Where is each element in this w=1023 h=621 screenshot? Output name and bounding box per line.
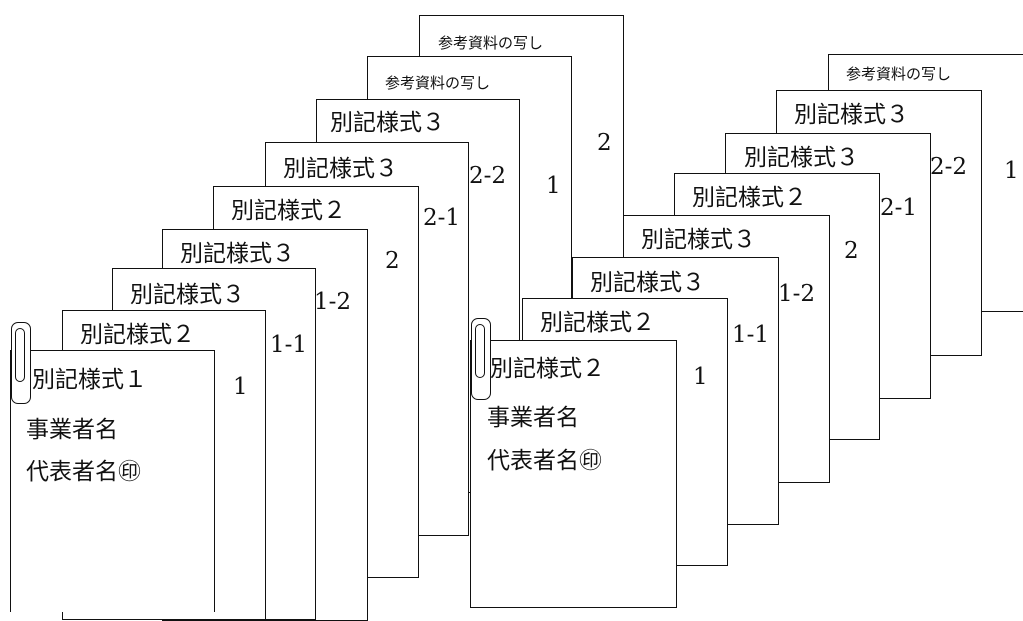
right-sheet-form3-1-1-number: 1-1 — [732, 322, 770, 348]
left-sheet-ref-copy-1-header: 参考資料の写し — [385, 74, 491, 92]
left-sheet-form3-1-2-number: 1-2 — [314, 289, 352, 315]
left-binder-clip — [11, 322, 31, 404]
right-front-representative: 代表者名㊞ — [487, 448, 602, 474]
right-sheet-form2-1-number: 1 — [693, 364, 708, 390]
left-sheet-form2-1-number: 1 — [233, 374, 248, 400]
left-front-business-name: 事業者名 — [26, 417, 118, 443]
right-sheet-form3-1-2-number: 1-2 — [778, 281, 816, 307]
left-sheet-ref-copy-2-number: 2 — [597, 130, 612, 156]
left-front-sheet — [10, 350, 215, 612]
left-sheet-form3-2-1-header: 別記様式３ — [283, 156, 398, 182]
left-sheet-form2-2-header: 別記様式２ — [231, 198, 346, 224]
right-front-form-title: 別記様式２ — [490, 356, 605, 382]
left-sheet-ref-copy-2-header: 参考資料の写し — [438, 34, 544, 52]
left-front-form-title: 別記様式１ — [32, 367, 147, 393]
right-sheet-form2-2-header: 別記様式２ — [692, 185, 807, 211]
left-sheet-form3-1-1-number: 1-1 — [270, 332, 308, 358]
right-sheet-form3-1-2-header: 別記様式３ — [641, 227, 756, 253]
right-sheet-ref-copy-1-number: 1 — [1004, 158, 1019, 184]
left-sheet-ref-copy-1-number: 1 — [546, 173, 561, 199]
right-front-business-name: 事業者名 — [487, 405, 579, 431]
right-sheet-form3-2-1-header: 別記様式３ — [744, 145, 859, 171]
right-sheet-form3-1-1-header: 別記様式３ — [590, 270, 705, 296]
right-binder-clip — [471, 318, 491, 400]
right-sheet-form2-2-number: 2 — [844, 238, 859, 264]
left-sheet-form3-2-2-header: 別記様式３ — [330, 110, 445, 136]
left-front-representative: 代表者名㊞ — [26, 459, 141, 485]
right-sheet-ref-copy-1-header: 参考資料の写し — [846, 65, 952, 83]
right-front-sheet — [470, 340, 677, 608]
left-sheet-form3-2-1-number: 2-1 — [423, 205, 461, 231]
left-sheet-form3-2-2-number: 2-2 — [469, 163, 507, 189]
left-sheet-form2-2-number: 2 — [385, 248, 400, 274]
left-sheet-form3-1-1-header: 別記様式３ — [130, 282, 245, 308]
left-sheet-form2-1-header: 別記様式２ — [80, 322, 195, 348]
right-sheet-form3-2-2-number: 2-2 — [930, 154, 968, 180]
left-sheet-form3-1-2-header: 別記様式３ — [180, 241, 295, 267]
right-sheet-form3-2-1-number: 2-1 — [880, 195, 918, 221]
right-sheet-form3-2-2-header: 別記様式３ — [794, 102, 909, 128]
right-sheet-form2-1-header: 別記様式２ — [540, 310, 655, 336]
